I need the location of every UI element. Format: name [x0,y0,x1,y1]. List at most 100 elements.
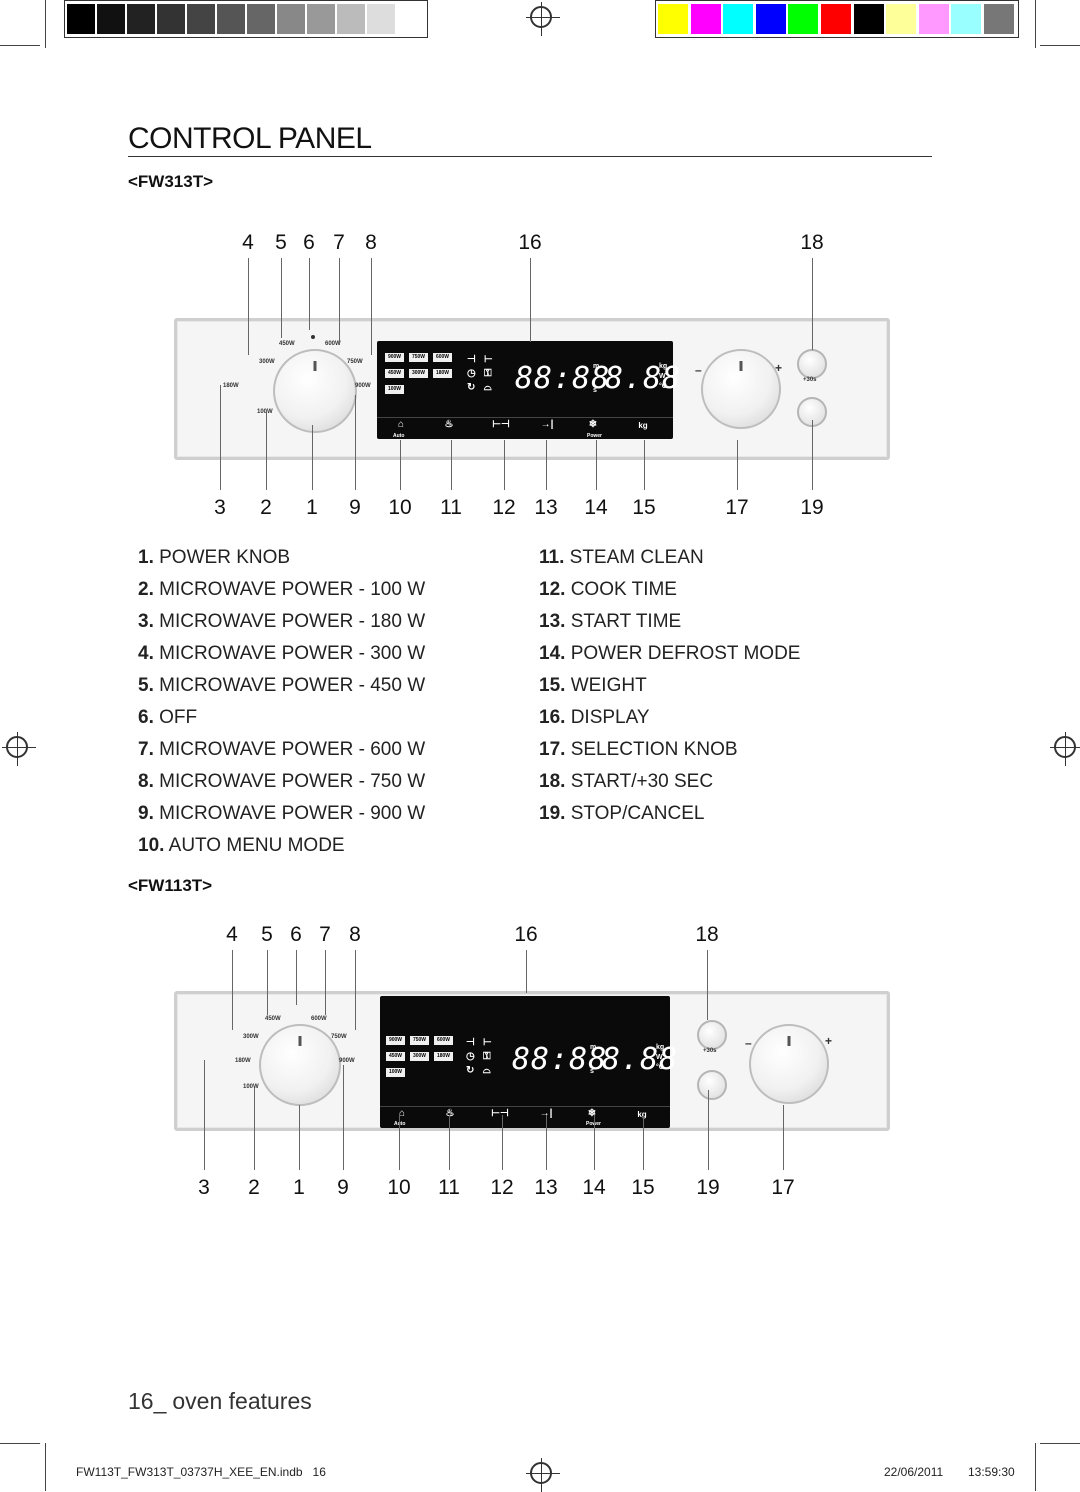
leader-line [296,950,297,1005]
power-label: Power [587,433,603,439]
leader-line [309,258,310,330]
legend-text: SELECTION KNOB [565,739,738,760]
callout-number: 10 [388,496,412,519]
stop-cancel-button[interactable] [697,1070,727,1100]
selection-knob[interactable] [749,1024,829,1104]
unit-w: W [659,373,666,380]
callout-number: 17 [771,1176,795,1199]
crop-mark [1035,1443,1036,1491]
selection-knob[interactable] [701,349,781,429]
power-box: 300W [410,1052,429,1061]
cook-time-button[interactable]: ⊢⊣ [492,419,510,430]
legend-number: 16. [539,707,566,728]
start-time-button[interactable]: →| [539,1108,553,1119]
power-defrost-button[interactable]: ❄ [587,1108,597,1119]
power-box: 100W [385,385,404,394]
color-swatch [788,4,819,34]
weight-button[interactable]: kg [637,1110,647,1119]
auto-menu-button[interactable]: ⌂ [398,1108,406,1119]
off-dot-icon [311,335,315,339]
legend-text: MICROWAVE POWER - 100 W [153,579,426,600]
legend-number: 1. [138,547,154,568]
gray-swatch [337,4,365,34]
crop-mark [0,45,40,46]
callout-number: 15 [632,496,656,519]
cook-time-button[interactable]: ⊢⊣ [491,1108,509,1119]
legend-text: MICROWAVE POWER - 900 W [153,803,426,824]
leader-line [643,1115,644,1170]
unit-w: W [656,1054,663,1061]
legend-number: 7. [138,739,154,760]
callout-number: 10 [387,1176,411,1199]
color-swatch [755,4,786,34]
auto-menu-button[interactable]: ⌂ [397,419,405,430]
legend-text: WEIGHT [565,675,647,696]
callout-number: 16 [518,231,542,254]
power-defrost-button[interactable]: ❄ [588,419,598,430]
button-strip [380,1106,670,1129]
legend-text: POWER DEFROST MODE [565,643,801,664]
legend-text: AUTO MENU MODE [164,835,345,856]
indicator-icons: ⊣ ⊢◷ ⚿↻ ⌓ [466,1037,492,1076]
display: 900W 750W 600W 450W 300W 180W 100W 88:88… [377,341,680,440]
callout-number: 8 [365,231,377,254]
power-label: 450W [279,341,295,347]
callout-number: 16 [514,923,538,946]
plus30-label: +30s [803,377,817,383]
leader-line [266,410,267,490]
start-button[interactable] [697,1020,727,1050]
legend-item: 12. COOK TIME [539,579,677,601]
minus-label: – [745,1036,752,1050]
legend-text: DISPLAY [565,707,650,728]
legend-item: 5. MICROWAVE POWER - 450 W [138,675,425,697]
leader-line [812,258,813,350]
color-swatch [918,4,949,34]
power-label: Power [586,1121,601,1127]
callout-number: 11 [438,1176,460,1199]
weight-button[interactable]: kg [638,421,648,430]
power-label: 450W [265,1016,281,1022]
callout-number: 13 [534,1176,558,1199]
control-panel-fw313t: 450W 600W 300W 750W 180W 900W 100W 900W … [174,318,890,460]
leader-line [400,440,401,490]
leader-line [812,420,813,490]
power-label: 600W [311,1016,327,1022]
display: 900W 750W 600W 450W 300W 180W 100W 88:88… [380,996,677,1129]
gray-calibration-bar [64,0,428,38]
leader-line [371,258,372,355]
legend-item: 6. OFF [138,707,197,729]
legend-item: 9. MICROWAVE POWER - 900 W [138,803,425,825]
legend-item: 11. STEAM CLEAN [539,547,704,569]
legend-text: MICROWAVE POWER - 600 W [153,739,426,760]
leader-line [546,440,547,490]
legend-item: 16. DISPLAY [539,707,650,729]
leader-line [299,1105,300,1170]
power-box: 900W [386,1036,405,1045]
button-strip [377,417,673,440]
gray-swatch [97,4,125,34]
legend-text: POWER KNOB [153,547,291,568]
color-swatch [951,4,982,34]
leader-line [220,385,221,490]
unit-seconds: s [590,1068,594,1075]
start-button[interactable] [797,349,827,379]
legend-text: START TIME [565,611,682,632]
leader-line [737,440,738,490]
legend-number: 4. [138,643,154,664]
callout-number: 19 [800,496,824,519]
callout-number: 9 [349,496,361,519]
steam-clean-button[interactable]: ♨ [445,1108,455,1119]
power-label: 100W [257,409,273,415]
callout-number: 14 [584,496,608,519]
leader-line [325,950,326,1015]
legend-number: 8. [138,771,154,792]
callout-number: 4 [226,923,238,946]
leader-line [596,440,597,490]
steam-clean-button[interactable]: ♨ [444,419,454,430]
start-time-button[interactable]: →| [540,419,554,430]
power-knob[interactable] [273,349,357,433]
unit-kg: kg [656,1044,665,1051]
legend-item: 14. POWER DEFROST MODE [539,643,800,665]
power-knob[interactable] [259,1024,341,1106]
callout-number: 2 [260,496,272,519]
